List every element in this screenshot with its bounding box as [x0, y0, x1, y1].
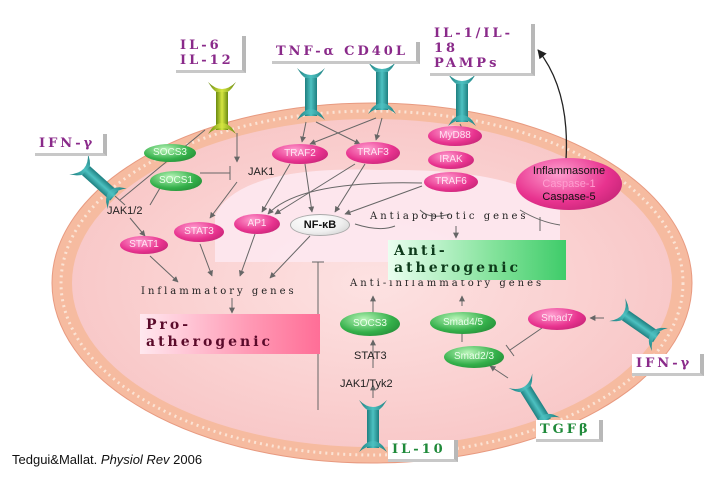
- jak1-label: JAK1: [248, 166, 275, 178]
- inflammasome: Inflammasome Caspase-1 Caspase-5: [516, 158, 622, 210]
- receptor-il6: [208, 82, 236, 134]
- receptor-tnf: [297, 68, 325, 120]
- ligand-il10: IL-10: [388, 440, 458, 462]
- anti-atherogenic-box: Anti-atherogenic: [388, 240, 566, 280]
- pro-atherogenic-box: Pro-atherogenic: [140, 314, 320, 354]
- ligand-ifn-right: IFN-γ: [632, 354, 705, 376]
- receptor-tgfb: [508, 373, 560, 433]
- membrane-dots: [59, 109, 685, 457]
- socs3-top: SOCS3: [144, 144, 196, 162]
- ap1: AP1: [234, 214, 280, 234]
- ligand-il6-il12: IL-6 IL-12: [176, 36, 246, 73]
- receptor-cd40: [368, 62, 396, 114]
- inflammasome-arrow: [537, 49, 568, 161]
- antiinflammatory-genes-label: Anti-inflammatory genes: [350, 278, 545, 289]
- socs3-bottom: SOCS3: [340, 312, 400, 336]
- smad7: Smad7: [528, 308, 586, 330]
- jak12-label: JAK1/2: [107, 205, 143, 217]
- citation: Tedgui&Mallat. Physiol Rev 2006: [12, 452, 202, 467]
- citation-authors: Tedgui&Mallat.: [12, 452, 98, 467]
- receptor-ifn-left: [69, 153, 127, 210]
- jak1tyk2-label: JAK1/Tyk2: [340, 378, 393, 390]
- smad45: Smad4/5: [430, 312, 496, 334]
- pathway-arrows: [114, 117, 604, 410]
- traf3: TRAF3: [346, 142, 400, 164]
- nucleus-region: [215, 169, 560, 262]
- stat3-left: STAT3: [174, 222, 224, 242]
- caspase5-label: Caspase-5: [542, 190, 596, 203]
- smad23: Smad2/3: [444, 346, 504, 368]
- receptor-il10: [359, 400, 387, 452]
- ligand-il6-label: IL-6: [180, 38, 222, 53]
- citation-journal: Physiol Rev: [100, 452, 170, 467]
- receptor-ifn-right: [609, 298, 668, 351]
- nfkb: NF-κB: [290, 214, 350, 236]
- caspase1-label: Caspase-1: [542, 177, 596, 190]
- irak: IRAK: [428, 151, 474, 169]
- inflammatory-genes-label: Inflammatory genes: [141, 286, 297, 297]
- antiapoptotic-genes-label: Antiapoptotic genes: [370, 211, 529, 222]
- myd88: MyD88: [428, 126, 482, 146]
- ligand-il12-label: IL-12: [180, 53, 234, 68]
- citation-year: 2006: [173, 452, 203, 467]
- socs1: SOCS1: [150, 171, 202, 191]
- inflammasome-label: Inflammasome: [532, 164, 606, 177]
- ligand-il1-il18-pamps: IL-1/IL-18 PAMPs: [430, 24, 535, 76]
- ligand-ifn-left: IFN-γ: [35, 134, 108, 156]
- ligand-tnf-cd40l: TNF-α CD40L: [272, 42, 420, 64]
- ligand-tgfb: TGFβ: [536, 420, 603, 442]
- receptor-il1: [448, 74, 476, 126]
- stat3-bottom-label: STAT3: [354, 350, 387, 362]
- ligand-il1-label: IL-1/IL-18: [434, 26, 514, 56]
- stat1: STAT1: [120, 236, 168, 254]
- traf2: TRAF2: [272, 144, 328, 164]
- ligand-pamps-label: PAMPs: [434, 56, 500, 71]
- traf6: TRAF6: [424, 172, 478, 192]
